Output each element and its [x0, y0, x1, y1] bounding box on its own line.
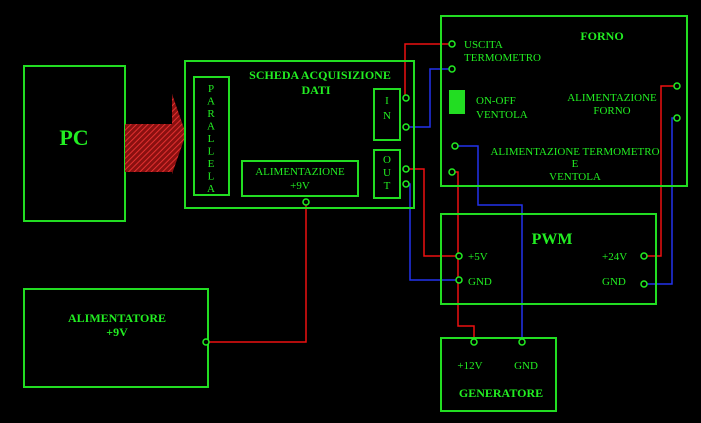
in-port-label: IN	[383, 95, 391, 122]
forno-title: FORNO	[580, 29, 623, 43]
parallela-letters-letter: P	[208, 83, 214, 95]
termometro-terminal[interactable]	[448, 65, 456, 73]
out-letters-letter: U	[383, 167, 391, 179]
wire-pwm-24v-to-forno	[644, 85, 677, 257]
pwm-24v-label: +24V	[602, 251, 627, 263]
pwm-5v-label: +5V	[468, 251, 488, 263]
parallela-letters-letter: L	[208, 171, 215, 183]
generatore-12v-terminal[interactable]	[470, 338, 478, 346]
scheda-box	[184, 60, 415, 209]
pwm-gnd-left-label: GND	[468, 276, 492, 288]
wire-alimentatore-to-scheda	[206, 202, 307, 343]
generatore-title: GENERATORE	[459, 386, 543, 400]
onoff-label-1: ON-OFF	[476, 95, 516, 107]
out-letters-letter: O	[383, 154, 391, 166]
parallela-letters-letter: E	[208, 158, 215, 170]
pwm-5v-terminal[interactable]	[455, 252, 463, 260]
scheda-alim-box	[241, 160, 359, 197]
pwm-gnd-right-label: GND	[602, 276, 626, 288]
parallela-box	[193, 76, 230, 196]
alimentatore-label-1: ALIMENTATORE	[68, 311, 166, 325]
parallela-letters-letter: R	[207, 108, 215, 120]
pwm-title: PWM	[532, 231, 573, 248]
parallela-letters-letter: A	[207, 183, 215, 195]
generatore-box	[440, 337, 557, 412]
alimentatore-box	[23, 288, 209, 388]
forno-box	[440, 15, 688, 187]
scheda-title-2: DATI	[301, 83, 330, 97]
out-terminal-bottom[interactable]	[402, 180, 410, 188]
parallela-letters-letter: L	[208, 133, 215, 145]
alimentatore-terminal[interactable]	[202, 338, 210, 346]
pwm-box	[440, 213, 657, 305]
generatore-12v-label: +12V	[457, 360, 482, 372]
alim-forno-terminal-top[interactable]	[673, 82, 681, 90]
scheda-alim-terminal[interactable]	[302, 198, 310, 206]
in-letters-letter: I	[385, 95, 389, 107]
uscita-label-1: USCITA	[464, 39, 503, 51]
scheda-title-1: SCHEDA ACQUISIZIONE	[249, 68, 391, 82]
alimentatore-label-2: +9V	[106, 325, 128, 339]
uscita-label-2: TERMOMETRO	[464, 52, 541, 64]
wire-termometro-to-in	[406, 68, 452, 128]
wire-generatore-gnd-to-forno	[455, 145, 523, 342]
alim-forno-terminal-bottom[interactable]	[673, 114, 681, 122]
alim-forno-label-2: FORNO	[593, 105, 630, 117]
pwm-gnd-right-terminal[interactable]	[640, 280, 648, 288]
out-terminal-top[interactable]	[402, 165, 410, 173]
onoff-indicator	[449, 90, 465, 114]
out-port-label: OUT	[383, 154, 391, 192]
alim-term-label-2: E	[572, 158, 579, 170]
generatore-gnd-label: GND	[514, 360, 538, 372]
onoff-label-2: VENTOLA	[476, 109, 528, 121]
parallela-letters-letter: A	[207, 121, 215, 133]
alim-term-terminal-bottom[interactable]	[448, 168, 456, 176]
pwm-gnd-left-terminal[interactable]	[455, 276, 463, 284]
alim-term-label-1: ALIMENTAZIONE TERMOMETRO	[490, 146, 659, 158]
parallel-arrow-body	[125, 124, 172, 172]
scheda-alim-label-1: ALIMENTAZIONE	[255, 166, 345, 178]
scheda-alim-label-2: +9V	[290, 180, 310, 192]
parallela-letters-letter: A	[207, 96, 215, 108]
pwm-24v-terminal[interactable]	[640, 252, 648, 260]
in-letters-letter: N	[383, 110, 391, 122]
in-port-box	[373, 88, 401, 141]
in-terminal-bottom[interactable]	[402, 123, 410, 131]
uscita-terminal[interactable]	[448, 40, 456, 48]
pc-label: PC	[59, 125, 88, 150]
generatore-gnd-terminal[interactable]	[518, 338, 526, 346]
alim-forno-label-1: ALIMENTAZIONE	[567, 92, 657, 104]
alim-term-label-3: VENTOLA	[549, 171, 601, 183]
out-port-box	[373, 149, 401, 199]
wire-uscita-to-in	[404, 43, 452, 98]
out-letters-letter: T	[384, 180, 391, 192]
alim-term-terminal-top[interactable]	[451, 142, 459, 150]
parallela-letters-letter: L	[208, 146, 215, 158]
wire-generatore-12v-to-forno	[452, 171, 475, 342]
in-terminal-top[interactable]	[402, 94, 410, 102]
